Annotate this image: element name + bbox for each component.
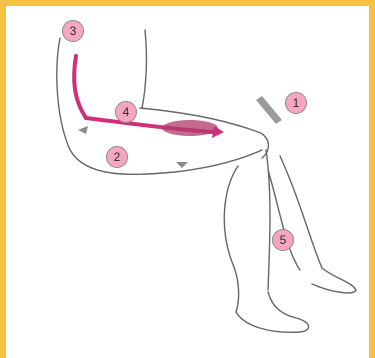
calf-back bbox=[224, 166, 238, 312]
marker-2: 2 bbox=[106, 146, 128, 168]
far-foot bbox=[312, 268, 356, 293]
marker-5-label: 5 bbox=[280, 234, 287, 246]
marker-3-label: 3 bbox=[70, 25, 77, 37]
marker-1-label: 1 bbox=[293, 97, 300, 109]
marker-4-label: 4 bbox=[123, 106, 130, 118]
far-calf bbox=[268, 170, 300, 270]
marker-1: 1 bbox=[285, 92, 307, 114]
far-shin bbox=[280, 156, 322, 268]
arrow-head bbox=[212, 126, 224, 138]
marker-3: 3 bbox=[62, 20, 84, 42]
vein-up bbox=[74, 56, 86, 118]
thigh-outline bbox=[57, 38, 262, 174]
marker-2-label: 2 bbox=[114, 151, 121, 163]
gray-arrow-2 bbox=[176, 162, 188, 168]
back-line bbox=[142, 30, 146, 108]
foot bbox=[236, 292, 309, 332]
marker-4: 4 bbox=[115, 101, 137, 123]
muscle-highlight bbox=[162, 120, 218, 136]
gray-arrow-1 bbox=[78, 126, 88, 134]
marker-5: 5 bbox=[272, 229, 294, 251]
pointer-1 bbox=[256, 96, 282, 124]
